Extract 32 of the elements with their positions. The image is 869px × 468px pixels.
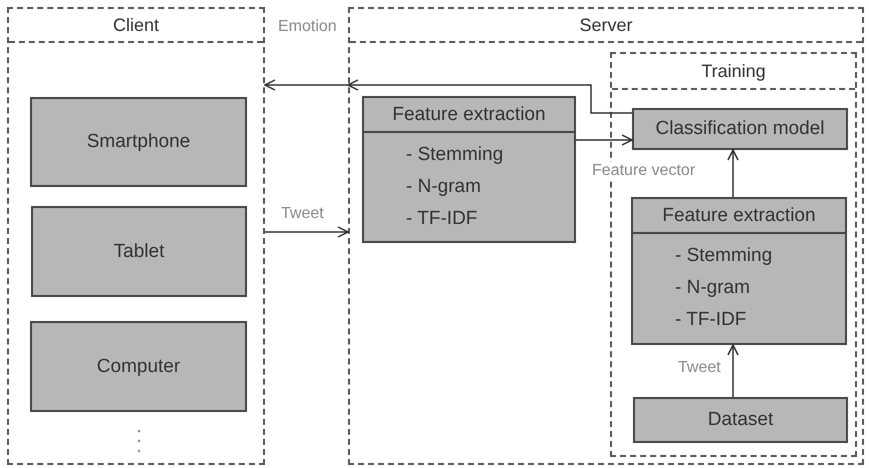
arrow	[265, 226, 349, 238]
device-box	[30, 97, 247, 187]
server-panel	[348, 7, 864, 465]
process-box	[362, 96, 576, 243]
list-item: - N-gram	[675, 277, 750, 299]
list-item: - TF-IDF	[675, 309, 746, 331]
panel-title: Client	[112, 14, 160, 36]
box-label: Tablet	[114, 240, 164, 262]
edge-label: Feature vector	[591, 162, 696, 180]
list-item: - TF-IDF	[406, 208, 478, 230]
list-item: - Stemming	[675, 245, 772, 267]
arrow	[264, 79, 348, 91]
panel-title: Training	[701, 60, 766, 82]
box-label: Computer	[96, 356, 180, 378]
box-heading: Feature extraction	[392, 104, 546, 126]
arrow	[347, 79, 632, 114]
box-label: Classification model	[656, 118, 824, 140]
client-panel	[7, 7, 265, 465]
arrow	[727, 149, 739, 197]
list-item: - N-gram	[406, 176, 481, 198]
panel-title: Server	[579, 14, 632, 36]
box-heading: Feature extraction	[662, 204, 816, 226]
arrow	[727, 344, 739, 397]
box-label: Dataset	[708, 409, 774, 431]
device-box	[31, 206, 247, 297]
list-item: - Stemming	[406, 144, 504, 166]
process-box	[633, 397, 848, 443]
process-box	[632, 108, 848, 150]
process-box	[631, 197, 847, 345]
arrow	[576, 134, 633, 146]
device-box	[30, 321, 247, 412]
box-label: Smartphone	[86, 131, 190, 153]
